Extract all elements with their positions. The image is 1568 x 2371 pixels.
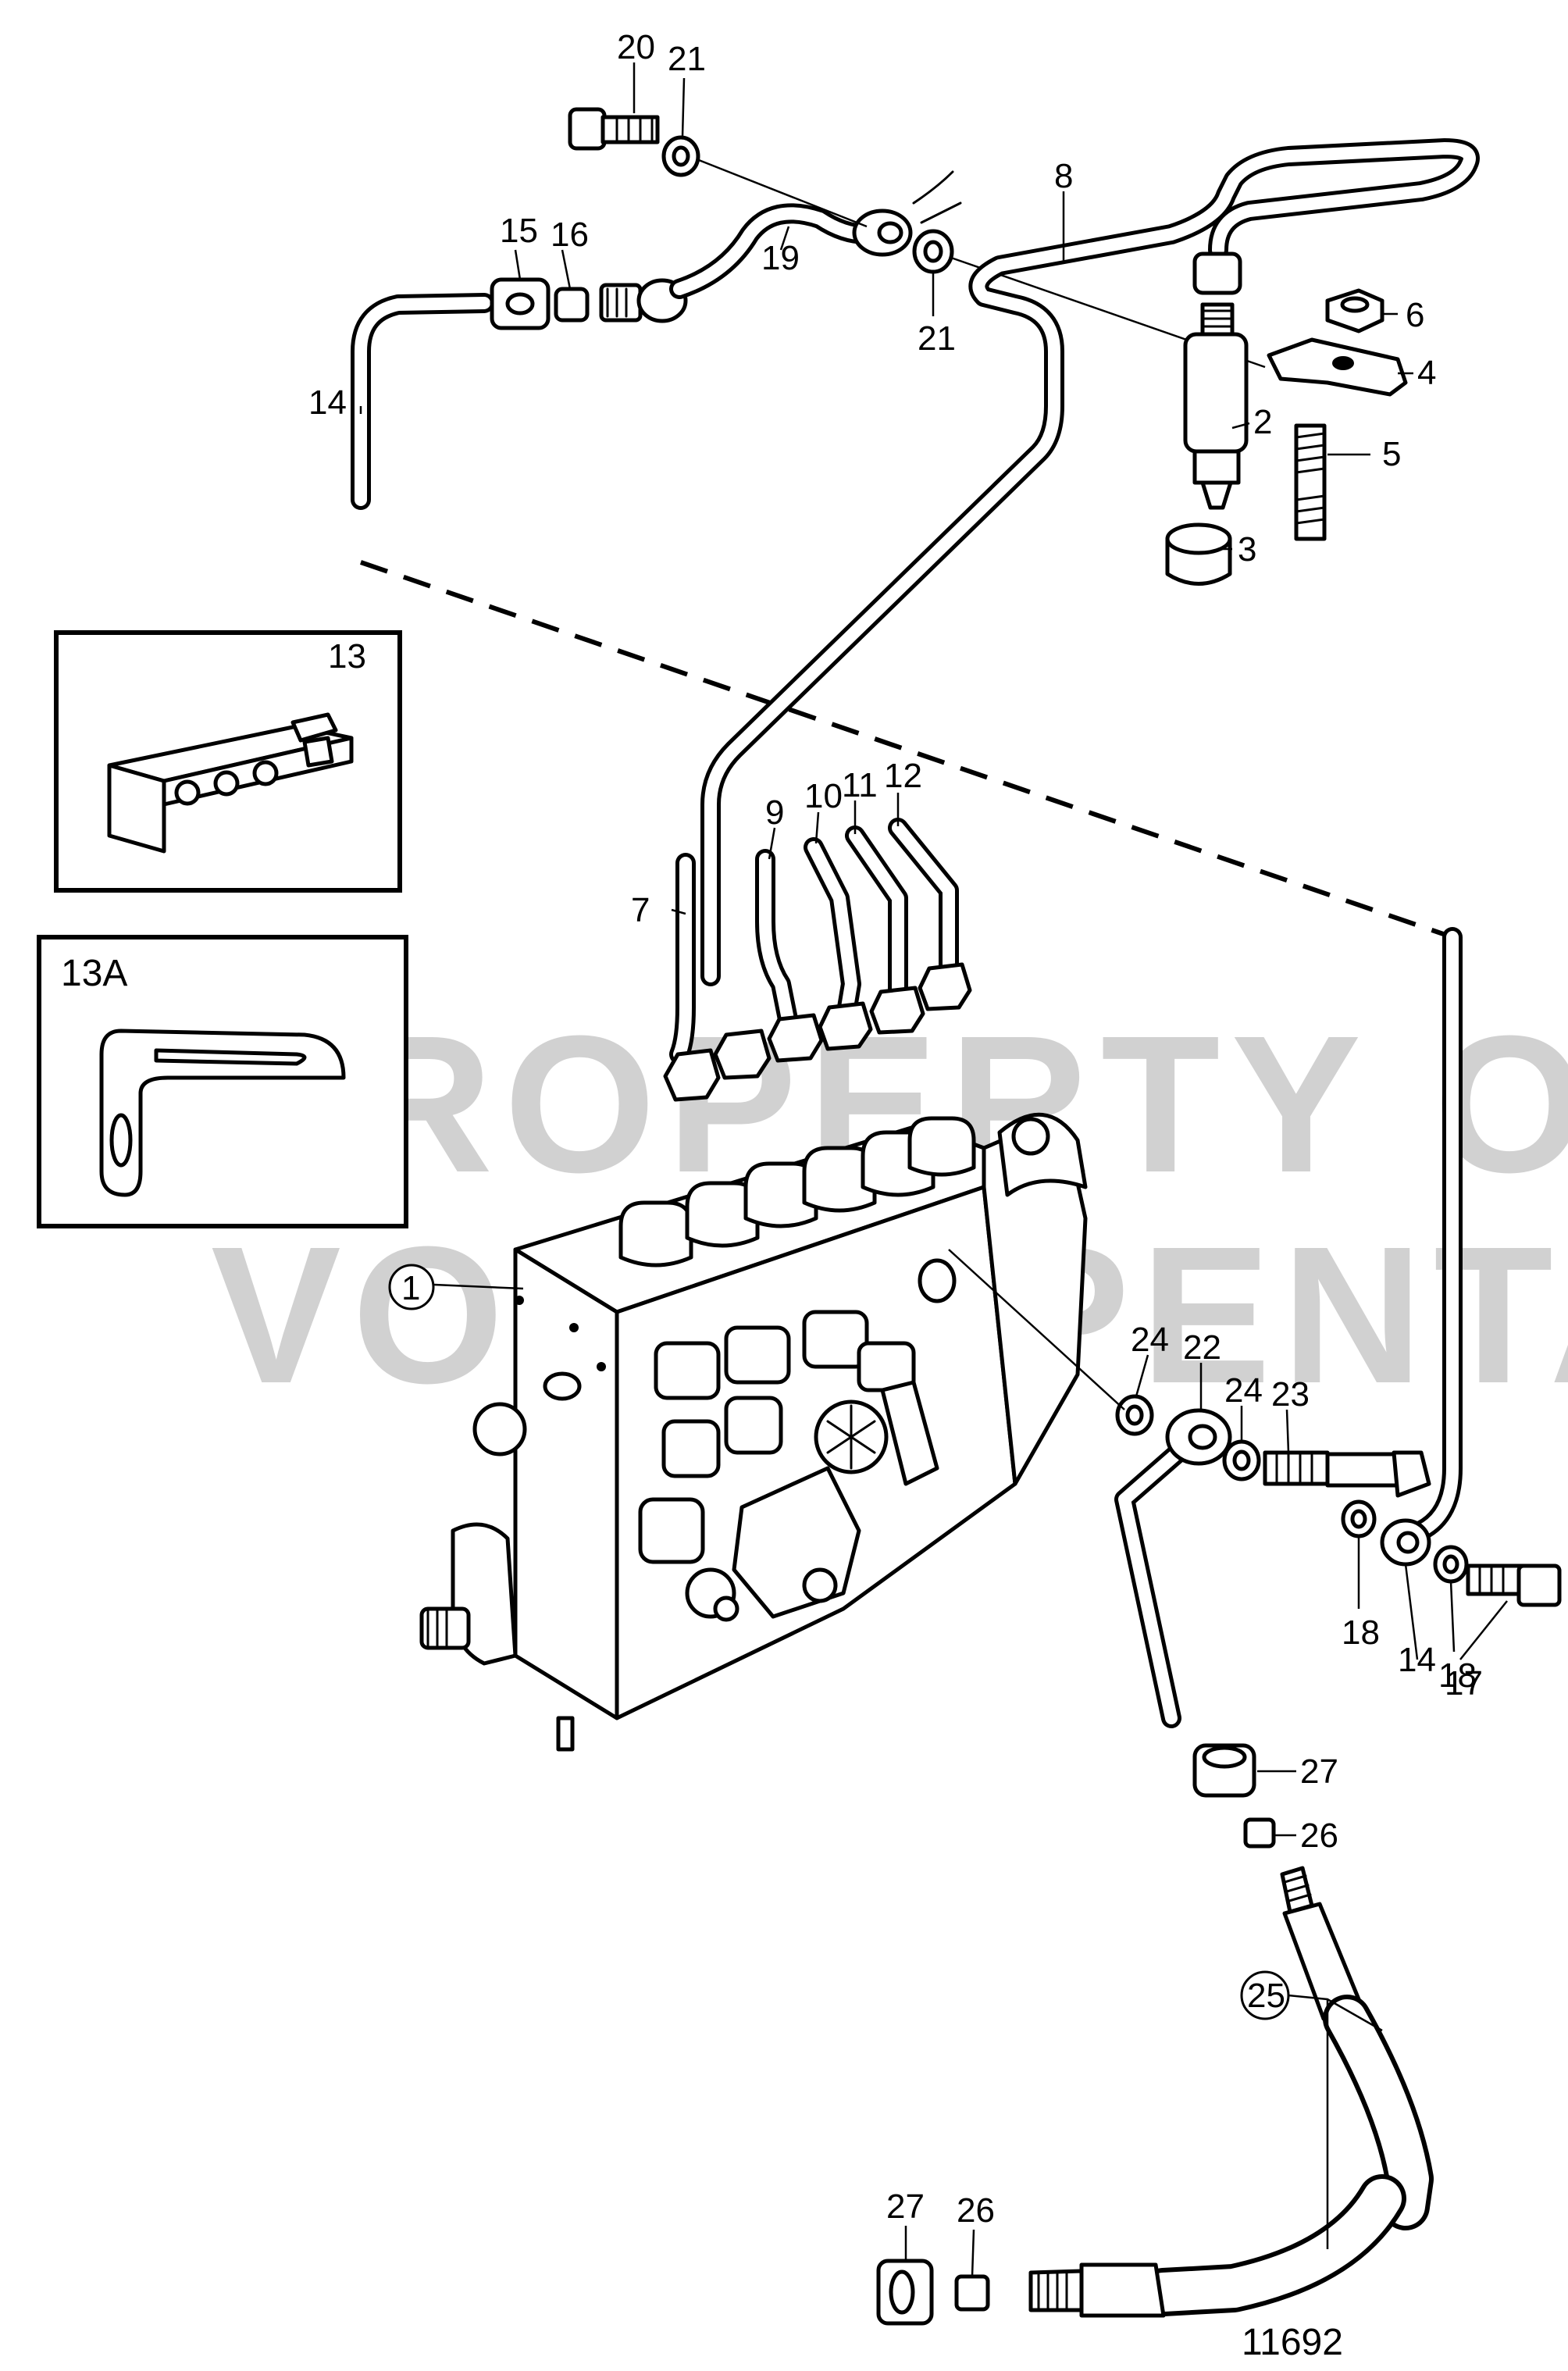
callout-5: 5 [1382,435,1401,473]
leader-lines [359,62,1508,2277]
assembly-line-pump-22 [948,1249,1125,1410]
callout-20: 20 [617,28,655,66]
inset-bracket-13: 13 [54,630,402,893]
part-17-banjo-bolt [1466,1563,1562,1607]
figure-number: 11692 [1242,2322,1343,2363]
callout-14-upper: 14 [308,383,347,422]
callout-9: 9 [765,793,784,832]
callout-21-lower: 21 [918,319,956,358]
part-20-banjo-bolt [568,107,660,151]
part-1-injection-pump [419,1112,1088,1752]
callout-22: 22 [1183,1328,1221,1367]
callout-24-right: 24 [1224,1371,1263,1410]
part-26-sleeve-lower [954,2274,990,2312]
callout-4: 4 [1417,354,1436,392]
part-5-stud [1294,423,1327,541]
callout-14-lower: 14 [1398,1641,1436,1679]
part-15-nut [490,277,551,330]
callout-10: 10 [804,777,843,815]
callout-6: 6 [1406,296,1424,334]
inset-13a-label: 13A [61,953,127,994]
callouts: 1 2 3 4 5 6 7 8 9 10 11 12 14 14 15 16 1… [308,28,1483,2230]
part-27-nut-lower [876,2259,934,2326]
part-24-washer-right [1222,1439,1261,1481]
part-21-washer-lower [912,229,954,274]
callout-25-circle [1240,1970,1290,2020]
part-22-banjo-pipe [1114,1408,1232,1728]
part-26-sleeve-upper [1243,1817,1276,1849]
connection-dashed-line [360,560,1453,939]
inset-bracket-13a: 13A [37,935,408,1228]
callout-25: 25 [1247,1977,1285,2015]
part-16-sleeve [554,287,590,323]
callout-2: 2 [1253,403,1272,441]
callout-23: 23 [1271,1375,1310,1414]
part-27-nut-upper [1192,1743,1256,1798]
part-14-return-pipe-lower [1380,927,1463,1567]
part-6-nut [1325,288,1384,333]
callout-26-lower: 26 [957,2191,995,2230]
callout-17: 17 [1445,1664,1483,1702]
part-18-washer-left [1341,1499,1377,1538]
delivery-pipes-7-12 [663,818,972,1102]
callout-16: 16 [551,216,589,254]
part-25-hose [1028,1866,1434,2318]
part-8-delivery-pipe [700,138,1480,986]
callout-15: 15 [500,212,538,250]
callout-19: 19 [761,239,800,277]
callout-1: 1 [401,1269,420,1307]
part-21-washer-upper [661,135,700,177]
callout-1-circle [388,1264,435,1310]
part-19-leak-off-pipe [599,170,962,323]
callout-12: 12 [884,757,922,795]
callout-7: 7 [631,891,650,929]
callout-24-left: 24 [1131,1321,1169,1359]
callout-27-upper: 27 [1300,1752,1338,1791]
part-24-washer-left [1115,1394,1154,1436]
callout-18-right: 18 [1438,1656,1477,1695]
callout-21-upper: 21 [668,40,706,78]
callout-3: 3 [1238,530,1256,569]
part-18-washer-right [1433,1545,1469,1584]
callout-18-left: 18 [1342,1613,1380,1652]
inset-13-label: 13 [328,637,366,676]
part-23-banjo-bolt [1263,1450,1431,1498]
part-14-return-pipe-upper [351,293,494,510]
callout-26-upper: 26 [1300,1817,1338,1855]
part-3-copper-seal [1165,522,1232,586]
callout-11: 11 [842,766,878,804]
part-2-injector [1183,302,1249,510]
callout-8: 8 [1054,157,1073,195]
assembly-line-20-19 [698,159,868,228]
part-4-injector-clamp [1267,337,1408,397]
callout-27-lower: 27 [886,2187,925,2226]
